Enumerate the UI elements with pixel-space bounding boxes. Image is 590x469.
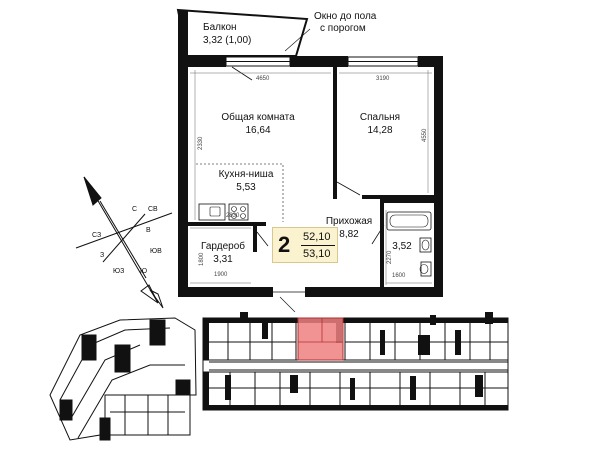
bathroom-area: 3,52	[392, 241, 412, 252]
living-room-name: Общая комната	[221, 112, 295, 123]
apartment-info-card: 2 52,10 53,10	[272, 227, 338, 263]
compass-n: С	[132, 206, 138, 213]
wall-bath-left	[380, 199, 384, 287]
compass-s: Ю	[140, 268, 148, 275]
balcony-outline	[176, 8, 309, 57]
living-area-value: 52,10	[303, 231, 331, 243]
kitchen-niche-outline	[196, 163, 284, 222]
dim-2270: 2270	[387, 250, 393, 264]
outer-wall-top-left	[178, 56, 226, 67]
window-note-line2: с порогом	[320, 23, 366, 34]
compass-w: З	[100, 252, 105, 259]
outer-wall-top-mid	[290, 56, 348, 67]
bath-sink	[419, 237, 432, 253]
hall-name: Прихожая	[325, 216, 373, 227]
balcony-door	[231, 66, 253, 81]
apartment-plan	[176, 8, 443, 313]
selected-apartment-highlight	[297, 317, 344, 361]
compass-se: ЮВ	[150, 248, 162, 255]
compass-rose	[75, 176, 173, 309]
wall-bedroom-hall	[362, 195, 434, 199]
kitchen-sink	[198, 203, 226, 221]
outer-wall-left	[178, 56, 188, 296]
kitchen-area: 5,53	[236, 182, 256, 193]
outer-wall-right	[434, 56, 443, 296]
rooms-count: 2	[278, 232, 291, 257]
living-room-area: 16,64	[245, 125, 271, 136]
balcony-name: Балкон	[203, 22, 237, 33]
dim-1900: 1900	[214, 272, 228, 278]
dim-4650: 4650	[256, 76, 270, 82]
compass-ne: СВ	[148, 206, 158, 213]
kitchen-stove	[228, 203, 249, 221]
north-arrow	[83, 176, 102, 206]
wall-wardrobe-top	[188, 222, 266, 226]
toilet	[420, 261, 432, 277]
wall-wardrobe-right	[253, 222, 257, 252]
wardrobe-area: 3,31	[213, 254, 233, 265]
outer-wall-bottom-left	[178, 287, 273, 297]
wall-bath-top	[380, 199, 434, 203]
total-area-value: 53,10	[303, 248, 331, 260]
bathtub	[386, 211, 432, 231]
bedroom-name: Спальня	[359, 112, 401, 123]
dim-1800: 1800	[199, 252, 205, 266]
balcony-area: 3,32 (1,00)	[203, 35, 252, 46]
compass-e: В	[146, 227, 151, 234]
area-separator	[301, 245, 335, 246]
dim-2330: 2330	[198, 136, 204, 150]
compass-sw: ЮЗ	[113, 268, 125, 275]
dim-2830: 2830	[226, 213, 240, 219]
wardrobe-name: Гардероб	[201, 241, 245, 252]
compass-nw: СЗ	[92, 232, 102, 239]
wall-living-bedroom	[333, 67, 337, 199]
dim-4550: 4550	[422, 128, 428, 142]
building-footprint	[49, 312, 509, 441]
dim-3190: 3190	[376, 76, 390, 82]
window-note-line1: Окно до пола	[314, 11, 377, 22]
balcony-left-wall	[178, 10, 188, 56]
kitchen-name: Кухня-ниша	[218, 169, 274, 180]
dim-1600: 1600	[392, 273, 406, 279]
outer-wall-bottom-right	[305, 287, 443, 297]
hall-area: 8,82	[339, 229, 359, 240]
outer-wall-top-right	[418, 56, 442, 67]
bedroom-area: 14,28	[367, 125, 393, 136]
